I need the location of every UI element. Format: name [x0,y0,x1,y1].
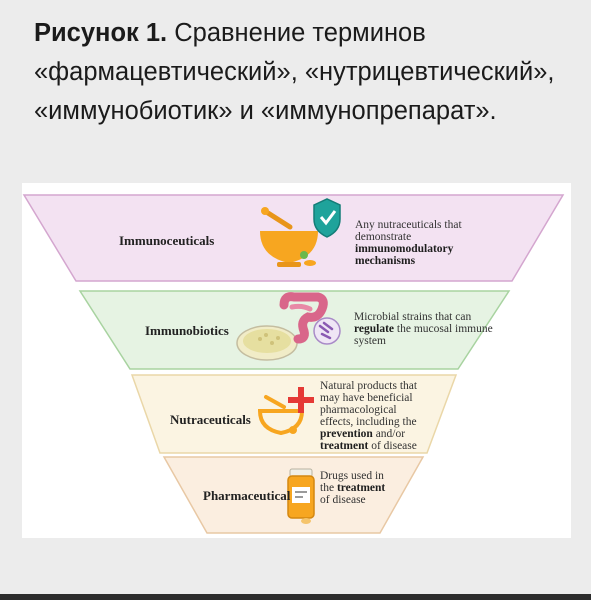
mortar-shield-icon [260,198,341,267]
desc-bold-text: regulate [354,323,395,335]
caption-text: Сравнение терминов «фармацевтический», «… [34,19,555,125]
figure-caption: Рисунок 1. Сравнение терминов «фармацевт… [34,14,564,131]
system-nav-bar [0,594,591,600]
tier-band-immunobiotics [78,290,511,370]
desc-bold-text: prevention [320,428,373,440]
caption-label: Рисунок 1. [34,19,168,47]
desc-bold-text: immunomodulatory mechanisms [355,243,454,267]
desc-text: of disease [320,494,366,506]
desc-text: and/or [372,428,406,440]
desc-text: Drugs used in the [320,470,384,494]
desc-bold-text: treatment [336,482,386,494]
microbes-intestine-icon [236,292,341,361]
mortar-cross-icon [257,387,314,436]
desc-text: Natural products that may have beneficia… [320,380,418,428]
funnel-graphic [22,194,565,534]
desc-text: Any nutraceuticals that demonstrate [355,219,462,243]
tier-band-nutraceuticals [130,374,458,454]
desc-bold-text: treatment [320,440,369,452]
tier-name-immunoceuticals: Immunoceuticals [119,233,215,248]
desc-text: of disease [368,440,417,452]
desc-text: Microbial strains that can [354,311,472,323]
tier-name-immunobiotics: Immunobiotics [145,323,229,338]
pill-bottle-icon [287,468,315,524]
tier-desc-immunoceuticals: Any nutraceuticals that demonstrate immu… [355,219,505,267]
funnel-diagram: Immunoceuticals Any nutraceuticals that … [22,183,571,538]
tier-desc-pharmaceutical: Drugs used in the treatment of disease [320,470,392,506]
tier-desc-immunobiotics: Microbial strains that can regulate the … [354,311,494,347]
tier-name-pharmaceutical: Pharmaceutical [203,488,291,503]
desc-text: the mucosal immune system [354,323,493,347]
tier-desc-nutraceuticals: Natural products that may have beneficia… [320,380,432,452]
tier-name-nutraceuticals: Nutraceuticals [170,412,251,427]
